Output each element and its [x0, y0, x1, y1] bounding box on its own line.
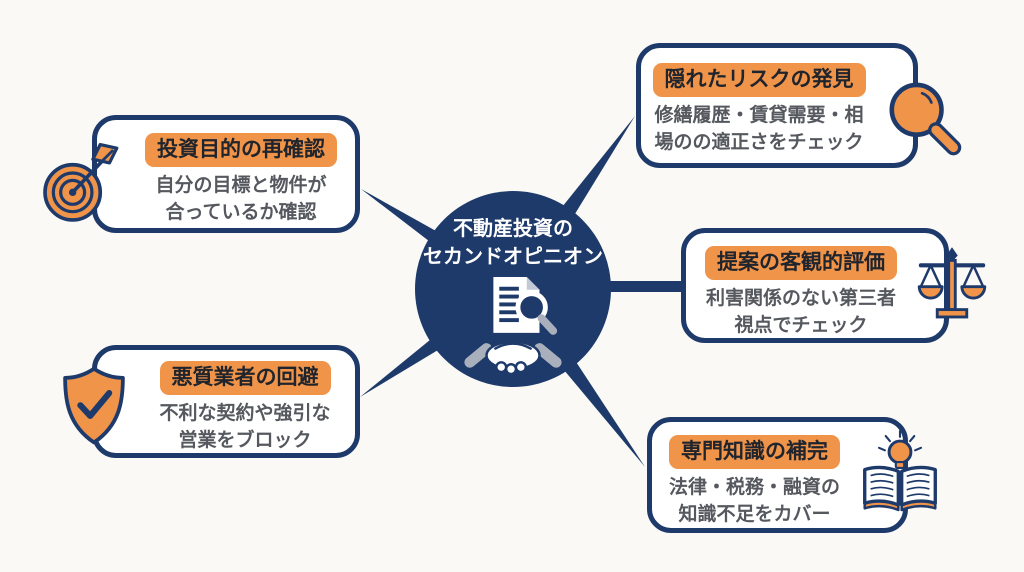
node-title-badge: 専門知識の補完 [669, 435, 840, 470]
node-expert-knowledge: 専門知識の補完 法律・税務・融資の 知識不足をカバー [647, 417, 908, 533]
node-body-text: 修繕履歴・賃貸需要・相 場のの適正さをチェック [654, 105, 864, 154]
node-body-text: 利害関係のない第三者 視点でチェック [705, 288, 896, 337]
center-title-line2: セカンドオピニオン [423, 246, 603, 268]
node-investment-purpose: 投資目的の再確認 自分の目標と物件が 合っているか確認 [92, 115, 360, 233]
node-hidden-risk-discovery: 隠れたリスクの発見 修繕履歴・賃貸需要・相 場のの適正さをチェック [636, 43, 918, 168]
magnifier-icon [889, 82, 962, 156]
node-body-text: 不利な契約や強引な 営業をブロック [159, 403, 331, 452]
balance-scales-icon [917, 247, 987, 319]
node-body-text: 法律・税務・融資の 知識不足をカバー [668, 477, 840, 526]
center-topic-circle: 不動産投資の セカンドオピニオン [415, 191, 611, 387]
shield-check-icon [63, 366, 125, 445]
open-book-idea-icon [863, 429, 937, 512]
node-body-text: 自分の目標と物件が 合っているか確認 [155, 175, 327, 224]
node-objective-evaluation: 提案の客観的評価 利害関係のない第三者 視点でチェック [681, 228, 949, 343]
node-title-badge: 隠れたリスクの発見 [652, 63, 866, 98]
node-title-badge: 悪質業者の回避 [159, 361, 331, 396]
center-title-line1: 不動産投資の [453, 218, 573, 240]
node-avoid-bad-agents: 悪質業者の回避 不利な契約や強引な 営業をブロック [92, 345, 360, 458]
contract-magnifier-handshake-icon [464, 276, 562, 376]
node-title-badge: 投資目的の再確認 [145, 133, 337, 168]
node-title-badge: 提案の客観的評価 [705, 246, 897, 281]
dart-target-icon [43, 142, 119, 222]
connector-middle-right [560, 281, 686, 292]
